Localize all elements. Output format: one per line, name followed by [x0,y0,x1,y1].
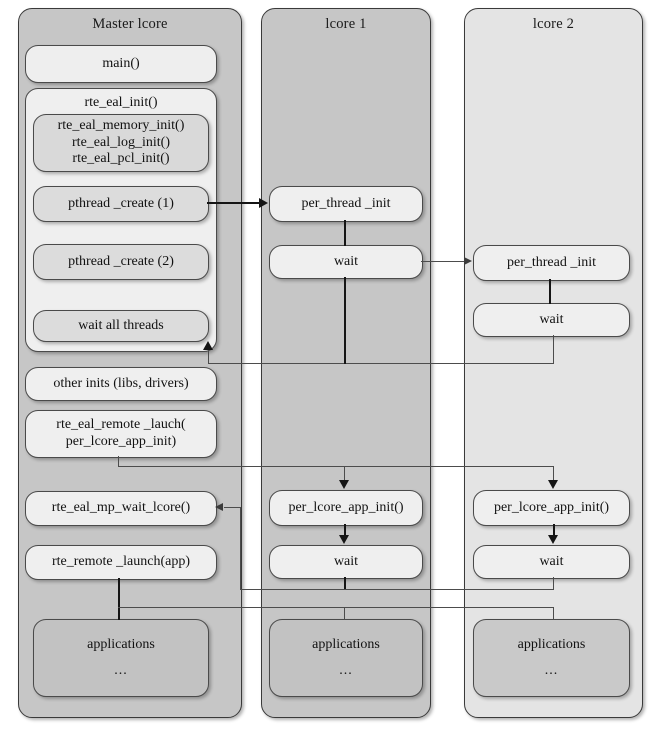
node-per-thread-init-lcore2-label: per_thread _init [506,254,597,270]
node-wait-lcore2-a-label: wait [539,311,564,327]
node-rte-eal-remote-lauch[interactable]: rte_eal_remote _lauch( per_lcore_app_ini… [25,410,217,458]
edge-pti2-to-wait2a [549,279,551,304]
node-rte-remote-launch-app-label: rte_remote _launch(app) [52,554,190,570]
node-applications-lcore1[interactable]: applications ... [269,619,423,697]
node-applications-lcore1-label: applications [312,636,380,652]
edge-waits-to-mpwait-rail [240,589,554,590]
edge-remotelaunch-apps-rail [118,607,554,608]
edge-waits-to-mpwait-arrowhead [215,503,223,511]
node-wait-all-threads-label: wait all threads [78,317,164,333]
edge-plai2-to-wait2b-arrowhead [548,535,558,544]
node-applications-lcore1-ellipsis: ... [339,662,353,678]
node-wait-lcore1-a[interactable]: wait [269,245,423,279]
node-eal-memory-init-label: rte_eal_memory_init() [57,118,185,134]
node-other-inits[interactable]: other inits (libs, drivers) [25,367,217,401]
node-rte-eal-mp-wait-lcore-label: rte_eal_mp_wait_lcore() [51,500,191,516]
node-applications-lcore2-ellipsis: ... [544,662,559,678]
edge-pti1-to-wait1a [344,220,346,246]
node-wait-lcore1-a-label: wait [333,253,359,269]
node-wait-lcore1-b-label: wait [333,553,359,569]
node-per-thread-init-lcore2[interactable]: per_thread _init [473,245,630,281]
edge-apps-rail-to-apps2 [553,607,554,620]
edge-mpwait-inlet [224,507,241,508]
node-pthread-create-2-label: pthread _create (2) [68,253,174,269]
edge-apps-rail-to-apps1 [344,607,345,620]
column-title-lcore-2: lcore 2 [532,16,575,32]
edge-wait2a-to-waitall-arrowhead [203,341,213,350]
edge-remotelauch-to-plai1-drop [344,466,345,481]
node-applications-master[interactable]: applications ... [33,619,209,697]
node-eal-pcl-init-label: rte_eal_pcl_init() [72,151,170,167]
node-main[interactable]: main() [25,45,217,83]
node-rte-remote-launch-app[interactable]: rte_remote _launch(app) [25,545,217,580]
node-eal-log-init-label: rte_eal_log_init() [72,134,170,150]
node-pthread-create-2[interactable]: pthread _create (2) [33,244,209,280]
edge-remotelauch-to-plai2-arrowhead [548,480,558,489]
edge-wait1a-down-to-rail [344,277,346,364]
edge-plai1-to-wait1b [344,524,346,536]
node-rte-eal-remote-lauch-label: rte_eal_remote _lauch( [56,417,186,433]
node-wait-lcore2-b-label: wait [539,553,564,569]
edge-wait1a-to-pti2 [421,261,465,262]
edge-remotelaunch-to-apps-master [118,578,120,620]
node-wait-lcore2-b[interactable]: wait [473,545,630,579]
node-other-inits-label: other inits (libs, drivers) [53,375,189,391]
node-per-thread-init-lcore1[interactable]: per_thread _init [269,186,423,222]
node-main-label: main() [102,55,140,71]
node-pthread-create-1-label: pthread _create (1) [68,195,174,211]
node-applications-lcore2[interactable]: applications ... [473,619,630,697]
node-per-lcore-app-init-lcore2-label: per_lcore_app_init() [493,499,610,515]
edge-remotelauch-to-plai1-arrowhead [339,480,349,489]
edge-plai1-to-wait1b-arrowhead [339,535,349,544]
node-wait-lcore1-b[interactable]: wait [269,545,423,579]
edge-wait1b-down [344,577,346,590]
node-rte-eal-remote-lauch-arg: per_lcore_app_init) [65,434,177,449]
node-applications-master-ellipsis: ... [114,662,128,678]
edge-remotelauch-rail [118,466,554,467]
column-title-lcore-1: lcore 1 [325,16,367,32]
node-per-lcore-app-init-lcore1-label: per_lcore_app_init() [288,499,404,515]
node-applications-master-label: applications [87,636,155,652]
node-wait-lcore2-a[interactable]: wait [473,303,630,337]
edge-pthread1-to-pti1 [207,202,260,204]
edge-pthread1-to-pti1-arrowhead [259,198,268,208]
edge-wait2b-down [553,577,554,590]
node-per-lcore-app-init-lcore2[interactable]: per_lcore_app_init() [473,490,630,526]
node-wait-all-threads[interactable]: wait all threads [33,310,209,342]
edge-waitall-up [208,348,209,364]
node-per-thread-init-lcore1-label: per_thread _init [301,195,391,211]
edge-mpwait-riser [240,508,241,590]
edge-wait2a-to-waitall-horizontal [208,363,554,364]
node-rte-eal-mp-wait-lcore[interactable]: rte_eal_mp_wait_lcore() [25,491,217,526]
node-applications-lcore2-label: applications [517,636,586,652]
edge-plai2-to-wait2b [553,524,555,536]
panel-rte-eal-init-title: rte_eal_init() [84,95,158,110]
node-pthread-create-1[interactable]: pthread _create (1) [33,186,209,222]
edge-remotelauch-down [118,456,119,467]
edge-wait1a-to-pti2-arrowhead [464,257,472,265]
node-eal-sub-inits[interactable]: rte_eal_memory_init() rte_eal_log_init()… [33,114,209,172]
edge-wait2a-down [553,335,554,364]
column-title-master-lcore: Master lcore [92,16,168,32]
edge-remotelauch-to-plai2-drop [553,466,554,481]
node-per-lcore-app-init-lcore1[interactable]: per_lcore_app_init() [269,490,423,526]
